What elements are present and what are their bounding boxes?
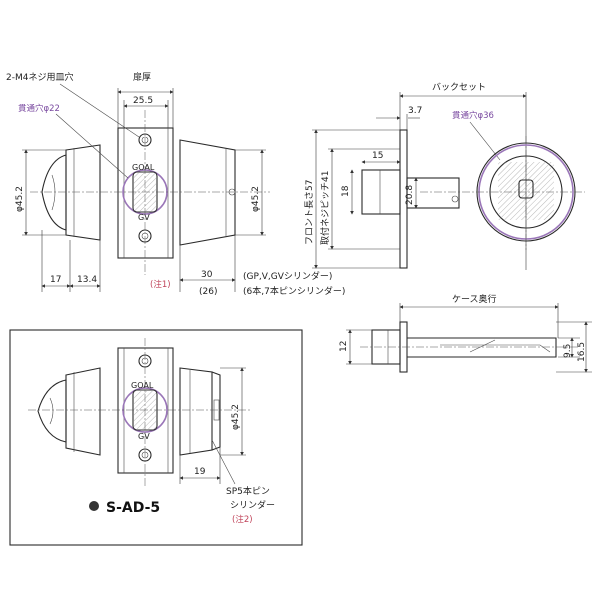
- dim-9-5: 9.5: [563, 344, 573, 358]
- through-hole-22-label: 貫通穴φ22: [18, 103, 60, 114]
- dim-26: (26): [199, 287, 217, 297]
- note1-label: (注1): [150, 279, 171, 290]
- front-view-top: GOAL GV 扉厚 25.5 2-M4ネジ用皿穴 貫通穴φ22 φ45.2: [6, 71, 345, 297]
- cylinder-gp-label: (GP,V,GVシリンダー): [243, 270, 332, 282]
- dim-3-7: 3.7: [408, 106, 422, 116]
- dim-18: 18: [341, 185, 351, 197]
- dim-15: 15: [372, 151, 383, 161]
- phi-45-2-left: φ45.2: [15, 186, 25, 212]
- model-label: S-AD-5: [106, 500, 160, 516]
- sp5-label-line1: SP5本ピン: [226, 485, 270, 497]
- mount-pitch-label: 取付ネジピッチ41: [320, 171, 331, 245]
- dim-30: 30: [201, 270, 213, 280]
- front-length-label: フロント長さ57: [304, 180, 315, 245]
- dim-25-5: 25.5: [133, 96, 153, 106]
- dim-13-4: 13.4: [77, 275, 97, 285]
- phi-45-2-mid: φ45.2: [251, 186, 261, 212]
- model-bullet: [89, 501, 99, 511]
- sp5-label-line2: シリンダー: [230, 499, 275, 511]
- backset-label: バックセット: [432, 82, 486, 93]
- screw-hole-label: 2-M4ネジ用皿穴: [6, 71, 73, 83]
- through-hole-36-label: 貫通穴φ36: [452, 110, 494, 121]
- note2-label: (注2): [232, 514, 253, 525]
- case-depth-label: ケース奥行: [452, 293, 497, 305]
- dim-17: 17: [50, 275, 61, 285]
- door-thickness-label: 扉厚: [133, 71, 151, 83]
- cylinder-pin67-label: (6本,7本ピンシリンダー): [243, 285, 345, 297]
- side-view-top: バックセット 3.7 貫通穴φ36 フロント長さ57: [304, 82, 585, 270]
- goal-mark-box: GOAL: [131, 381, 154, 390]
- goal-mark-top: GOAL: [132, 163, 155, 172]
- gv-mark-top: GV: [138, 213, 150, 222]
- phi-45-2-box: φ45.2: [231, 404, 241, 430]
- dim-12: 12: [339, 341, 349, 352]
- dim-16-5: 16.5: [577, 342, 587, 362]
- case-view: ケース奥行 12 9.5 16.5: [339, 293, 592, 373]
- variant-box: GOAL GV φ45.2 19 SP5本ピン シリンダー (注2) S-AD-…: [9, 329, 303, 546]
- dim-20-8: 20.8: [405, 185, 415, 205]
- gv-mark-box: GV: [138, 432, 150, 441]
- dim-19: 19: [194, 467, 206, 477]
